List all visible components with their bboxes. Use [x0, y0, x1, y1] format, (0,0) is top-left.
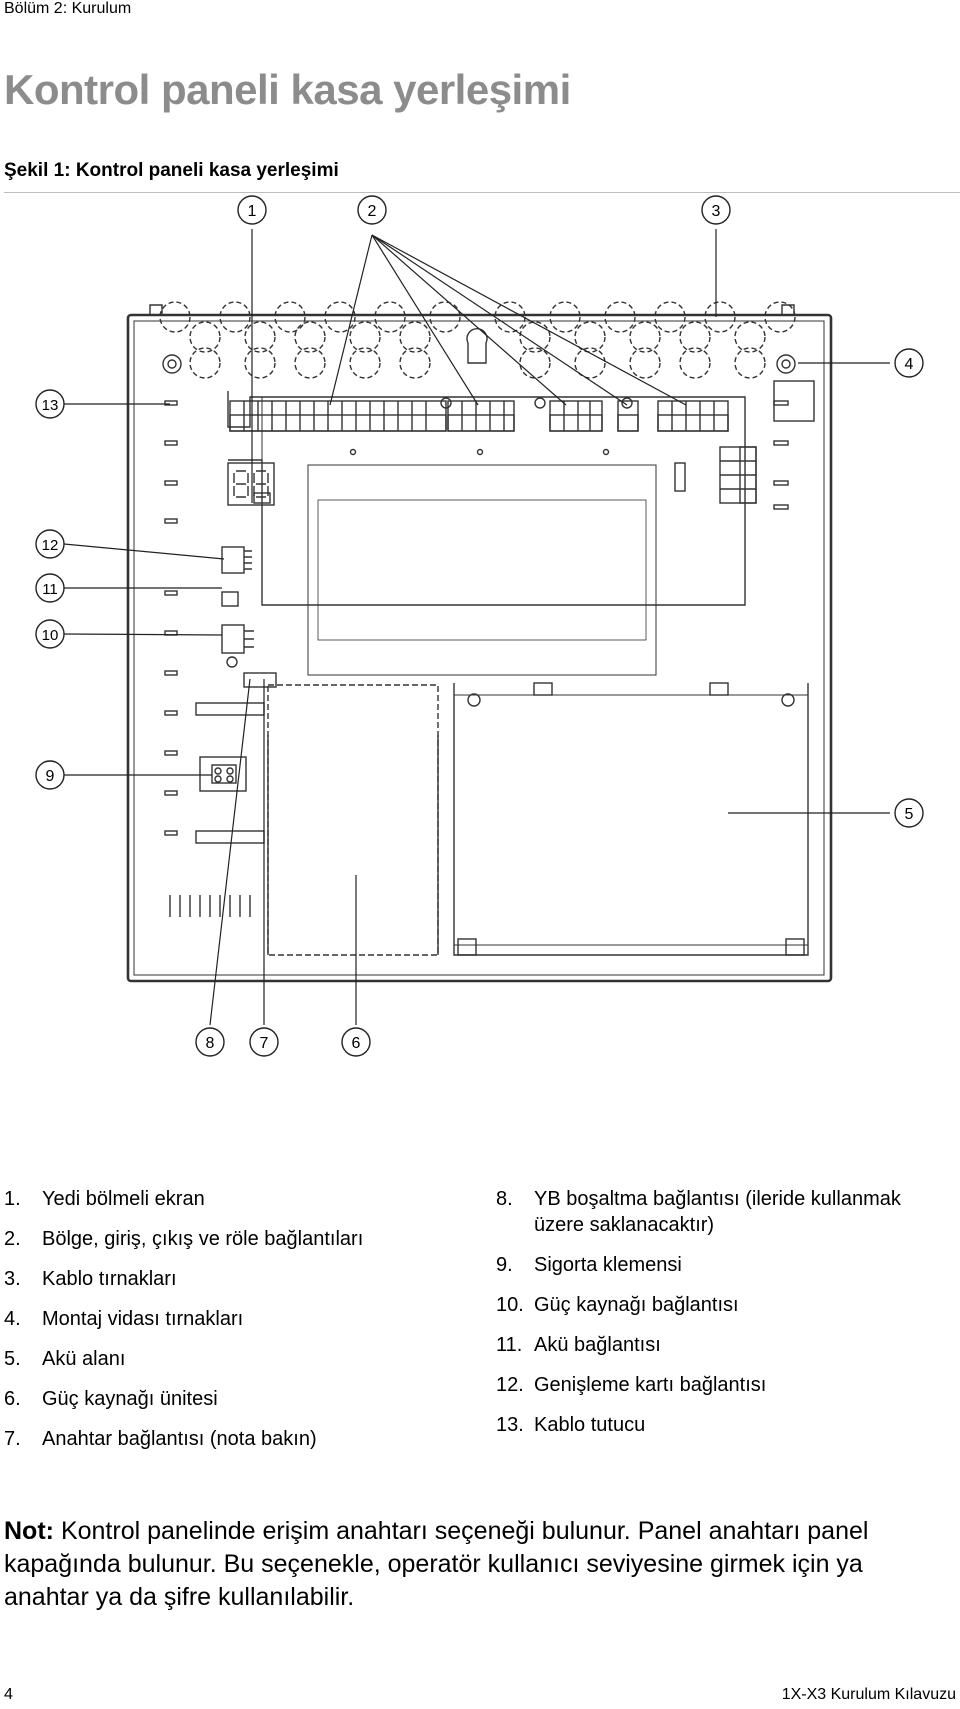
top-tab-right	[781, 304, 795, 315]
top-tab-left	[149, 304, 163, 315]
leader-lines	[62, 229, 890, 1026]
note-text: Kontrol panelinde erişim anahtarı seçene…	[4, 1517, 869, 1611]
right-wall-slots	[773, 400, 789, 510]
legend-item: 8.YB boşaltma bağlantısı (ileride kullan…	[496, 1188, 901, 1236]
callout-10: 10	[35, 619, 65, 649]
legend-item: 12.Genişleme kartı bağlantısı	[496, 1374, 767, 1396]
enclosure-outline	[126, 313, 833, 983]
caption-divider	[4, 192, 960, 193]
note-label: Not:	[4, 1517, 54, 1545]
seven-segment-display	[227, 462, 275, 506]
key-connector	[243, 672, 277, 688]
callout-7: 7	[249, 1027, 279, 1057]
svg-text:11: 11	[42, 581, 58, 598]
svg-text:12: 12	[42, 537, 59, 554]
legend-item: 3.Kablo tırnakları	[4, 1268, 177, 1290]
callout-3: 3	[701, 195, 731, 225]
legend-item: 9.Sigorta klemensi	[496, 1254, 682, 1276]
fuse-block	[199, 756, 247, 792]
psu-connector	[221, 624, 245, 654]
svg-text:5: 5	[905, 806, 914, 823]
legend-item: 10.Güç kaynağı bağlantısı	[496, 1294, 739, 1316]
page-number: 4	[4, 1686, 13, 1703]
vent-slots	[169, 895, 251, 917]
mount-hole-left	[162, 354, 182, 374]
psu-area	[267, 684, 439, 956]
knockout-row-top	[159, 301, 796, 379]
enclosure-diagram: 1 2 3 4 5 6 7 8 9 10 11 12 13	[35, 195, 924, 1057]
legend-item: 4.Montaj vidası tırnakları	[4, 1308, 244, 1330]
legend-item: 7.Anahtar bağlantısı (nota bakın)	[4, 1428, 317, 1450]
callout-4: 4	[894, 348, 924, 378]
legend-item: 1.Yedi bölmeli ekran	[4, 1188, 205, 1210]
svg-text:10: 10	[42, 627, 59, 644]
footer-doc-title: 1X-X3 Kurulum Kılavuzu	[781, 1686, 956, 1703]
enclosure-inner	[133, 320, 825, 976]
mount-hole-right	[776, 354, 796, 374]
legend-item: 6.Güç kaynağı ünitesi	[4, 1388, 218, 1410]
battery-compartment	[453, 682, 809, 956]
legend-item: 11.Akü bağlantısı	[496, 1334, 661, 1356]
legend-item: 5.Akü alanı	[4, 1348, 126, 1370]
expansion-connector	[221, 546, 245, 574]
svg-text:2: 2	[368, 203, 377, 220]
svg-text:13: 13	[42, 397, 59, 414]
callout-5: 5	[894, 798, 924, 828]
legend-left: 1.Yedi bölmeli ekran 2.Bölge, giriş, çık…	[4, 1187, 444, 1467]
keyhole	[466, 327, 488, 364]
legend-item: 13.Kablo tutucu	[496, 1414, 646, 1436]
note-paragraph: Not: Kontrol panelinde erişim anahtarı s…	[4, 1515, 954, 1614]
relay-terminals	[719, 446, 757, 504]
ribbon-connector	[674, 462, 686, 492]
page-title: Kontrol paneli kasa yerleşimi	[4, 66, 571, 113]
legend-right: 8.YB boşaltma bağlantısı (ileride kullan…	[496, 1186, 956, 1452]
svg-text:8: 8	[206, 1035, 215, 1052]
svg-text:1: 1	[248, 203, 257, 220]
pcb-outline	[227, 391, 746, 606]
callout-11: 11	[35, 573, 65, 603]
callout-1: 1	[237, 195, 267, 225]
section-header: Bölüm 2: Kurulum	[4, 0, 132, 17]
callouts: 1 2 3 4 5 6 7 8 9 10 11 12 13	[35, 195, 924, 1057]
callout-6: 6	[341, 1027, 371, 1057]
svg-text:6: 6	[352, 1035, 361, 1052]
callout-8: 8	[195, 1027, 225, 1057]
aux-box	[773, 380, 815, 422]
battery-connector	[221, 591, 239, 607]
left-wall-slots	[164, 400, 178, 836]
svg-text:9: 9	[46, 768, 55, 785]
callout-13: 13	[35, 389, 65, 419]
terminal-blocks	[229, 397, 729, 432]
pcb-shield	[307, 464, 657, 676]
svg-text:3: 3	[712, 203, 721, 220]
svg-text:4: 4	[905, 356, 914, 373]
figure-caption: Şekil 1: Kontrol paneli kasa yerleşimi	[4, 160, 339, 181]
callout-2: 2	[357, 195, 387, 225]
callout-9: 9	[35, 760, 65, 790]
svg-text:7: 7	[260, 1035, 269, 1052]
callout-12: 12	[35, 529, 65, 559]
legend-item: 2.Bölge, giriş, çıkış ve röle bağlantıla…	[4, 1228, 364, 1250]
pcb-main	[261, 396, 746, 606]
pcb-shield-inner	[317, 499, 647, 641]
